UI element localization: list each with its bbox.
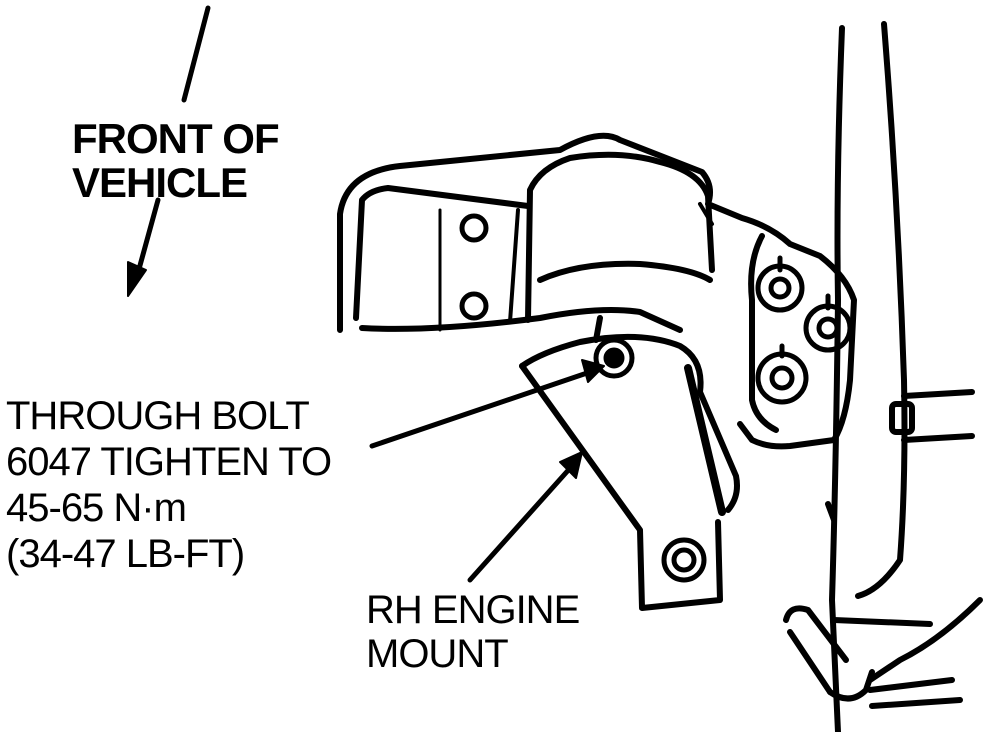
- bottom-fitting: [783, 605, 963, 709]
- front-of-vehicle-arrow: [127, 5, 211, 297]
- front-of-vehicle-label: FRONT OF VEHICLE: [72, 115, 280, 206]
- through-bolt-line-3: 45-65 N·m: [6, 486, 187, 530]
- engine-mount-leader: [467, 451, 583, 583]
- rh-engine-mount-line-1: RH ENGINE: [366, 588, 580, 632]
- front-of-vehicle-line-1: FRONT OF: [72, 115, 280, 162]
- through-bolt-line-2: 6047 TIGHTEN TO: [6, 440, 332, 484]
- through-bolt-line-1: THROUGH BOLT: [6, 394, 310, 438]
- rh-engine-mount-label: RH ENGINE MOUNT: [366, 588, 580, 676]
- engine-frame: [825, 21, 983, 732]
- front-of-vehicle-line-2: VEHICLE: [72, 159, 248, 206]
- rh-engine-mount-line-2: MOUNT: [366, 632, 509, 676]
- lower-mount-arm: [519, 315, 740, 611]
- through-bolt-line-4: (34-47 LB-FT): [6, 532, 245, 576]
- through-bolt-label: THROUGH BOLT 6047 TIGHTEN TO 45-65 N·m (…: [6, 394, 332, 576]
